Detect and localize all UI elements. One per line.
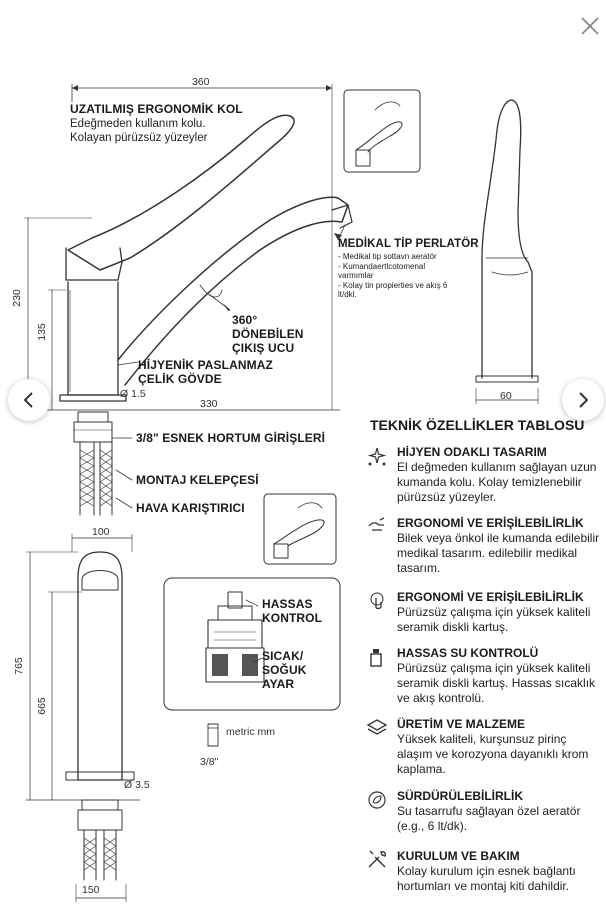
dim-height-135: 135: [35, 323, 48, 341]
dim-reach: 330: [200, 398, 218, 410]
swivel-title: 360° DÖNEBİLEN ÇIKIŞ UCU: [232, 313, 304, 355]
feature-desc: Bilek veya önkol ile kumanda edilebilir …: [397, 531, 600, 575]
feature-desc: Pürüzsüz çalışma için yüksek kaliteli se…: [397, 605, 591, 634]
touch-hand-icon: [370, 592, 384, 610]
feature-title: HASSAS SU KONTROLÜ: [397, 646, 539, 660]
dim-height-230: 230: [10, 289, 23, 307]
dim-bottom-width: 150: [82, 884, 100, 896]
aerator-lines: - Medikal tip sottavn aeratör - Kumandae…: [338, 252, 460, 300]
recycle-leaf-icon: [368, 791, 386, 809]
dim-bottom-top: 100: [92, 526, 110, 538]
lever-desc: Edeğmeden kullanım kolu. Kolayan pürüzsü…: [70, 118, 208, 144]
dim-765: 765: [12, 657, 25, 675]
feature-desc: Kolay kurulum için esnek bağlantı hortum…: [397, 864, 576, 893]
hose-title: 3/8" ESNEK HORTUM GİRİŞLERİ: [136, 431, 326, 445]
feature-desc: Pürüzsüz çalışma için yüksek kaliteli se…: [397, 661, 596, 705]
dim-diameter-bottom: Ø 3.5: [124, 779, 150, 791]
hose-size: 3/8": [200, 756, 219, 768]
body-title: HİJYENİK PASLANMAZ ÇELİK GÖVDE: [138, 358, 273, 386]
table-title: TEKNİK ÖZELLİKLER TABLOSU: [370, 417, 585, 433]
chevron-right-icon: [579, 392, 589, 408]
feature-desc: Su tasarrufu sağlayan özel aeratör (e.g.…: [397, 804, 581, 833]
sparkle-hygiene-icon: [367, 447, 387, 466]
close-button[interactable]: [576, 12, 604, 40]
dim-side-width: 60: [500, 390, 512, 402]
feature-title: SÜRDÜRÜLEBİLİRLİK: [397, 789, 523, 803]
cartridge-precise-label: HASSAS KONTROL: [262, 597, 323, 625]
feature-title: ERGONOMİ VE ERİŞİLEBİLİRLİK: [397, 516, 584, 530]
cartridge-temp-label: SICAK/ SOĞUK AYAR: [262, 649, 307, 691]
dim-width-top: 360: [192, 76, 210, 88]
clamp-title: MONTAJ KELEPÇESİ: [136, 473, 259, 487]
aerator-line: - Medikal tip sottavn aeratör: [338, 252, 437, 261]
tools-icon: [368, 850, 386, 868]
air-title: HAVA KARIŞTIRICI: [136, 501, 245, 515]
next-image-button[interactable]: [562, 379, 604, 421]
lever-title: UZATILMIŞ ERGONOMİK KOL: [70, 102, 243, 116]
hose-unit: metric mm: [226, 726, 275, 738]
feature-title: HİJYEN ODAKLI TASARIM: [397, 445, 547, 459]
dim-665: 665: [35, 697, 48, 715]
feature-title: ÜRETİM VE MALZEME: [397, 717, 525, 731]
feature-desc: Yüksek kaliteli, kurşunsuz pirinç alaşım…: [397, 732, 589, 776]
prev-image-button[interactable]: [8, 379, 50, 421]
feature-desc: El değmeden kullanım sağlayan uzun kuman…: [397, 460, 597, 504]
feature-title: ERGONOMİ VE ERİŞİLEBİLİRLİK: [397, 590, 584, 604]
chevron-left-icon: [23, 392, 33, 408]
faucet-icon: [370, 649, 382, 667]
hand-tap-icon: [368, 517, 385, 531]
aerator-title: MEDİKAL TİP PERLATÖR: [338, 238, 479, 250]
close-icon: [581, 17, 599, 35]
aerator-line: - Kumandaertlcotomenal varmımlar: [338, 261, 426, 281]
feature-title: KURULUM VE BAKIM: [397, 849, 520, 863]
layers-icon: [366, 719, 388, 735]
dim-diameter-top: Ø 1.5: [120, 388, 146, 400]
aerator-line: - Kolay tin propierties ve akış 6 lt/dkl…: [338, 280, 448, 300]
